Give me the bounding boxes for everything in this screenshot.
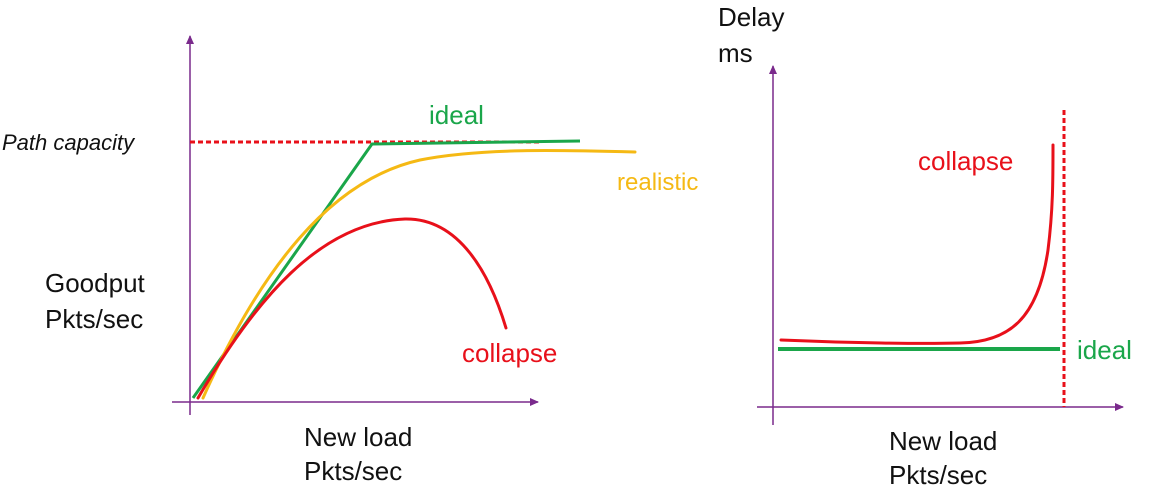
- goodput-x-label-line2: Pkts/sec: [304, 456, 402, 486]
- goodput-x-label-line1: New load: [304, 422, 412, 452]
- delay-y-label-line2: ms: [718, 38, 753, 68]
- realistic-label: realistic: [617, 169, 698, 196]
- collapse-label: collapse: [462, 338, 557, 368]
- delay-x-label-line2: Pkts/sec: [889, 460, 987, 490]
- collapse-goodput-curve: [196, 217, 508, 400]
- delay-ideal-label: ideal: [1077, 335, 1132, 365]
- goodput-panel: Path capacity ideal realistic collapse G…: [2, 35, 698, 486]
- ideal-label: ideal: [429, 100, 484, 130]
- goodput-y-label-line2: Pkts/sec: [45, 304, 143, 334]
- delay-x-label-line1: New load: [889, 426, 997, 456]
- realistic-goodput-curve: [201, 148, 637, 400]
- goodput-y-label-line1: Goodput: [45, 268, 146, 298]
- delay-collapse-label: collapse: [918, 146, 1013, 176]
- collapse-delay-curve: [779, 143, 1055, 345]
- delay-panel: Delay ms collapse ideal New load Pkts/se…: [718, 2, 1132, 490]
- path-capacity-label: Path capacity: [2, 130, 136, 155]
- delay-y-label-line1: Delay: [718, 2, 784, 32]
